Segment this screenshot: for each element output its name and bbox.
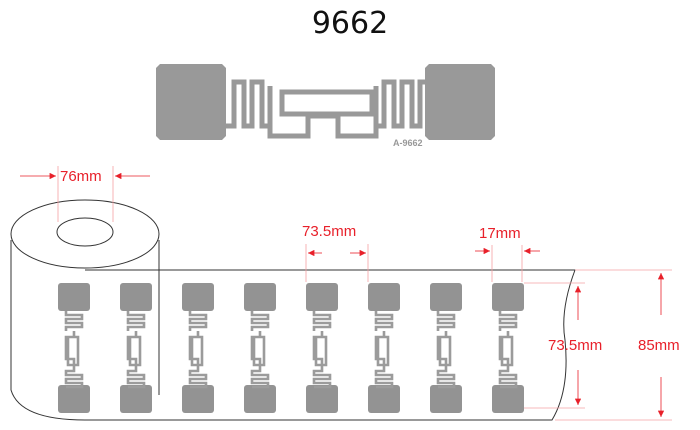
roll — [10, 199, 576, 421]
dim-label-length — [524, 282, 585, 409]
label-strip — [56, 281, 526, 415]
dim-gap — [475, 245, 540, 282]
model-title: 9662 — [311, 6, 389, 41]
web-width-label: 85mm — [638, 337, 680, 354]
core-diameter-label: 76mm — [60, 168, 102, 185]
dim-pitch — [305, 244, 369, 282]
dim-core-diameter — [20, 166, 150, 222]
dim-web-width — [555, 269, 672, 421]
gap-label: 17mm — [479, 225, 521, 242]
inlay-antenna: A-9662 — [156, 64, 495, 148]
label-length-label: 73.5mm — [548, 337, 602, 354]
inlay-label: A-9662 — [393, 138, 423, 148]
pitch-label: 73.5mm — [302, 223, 356, 240]
